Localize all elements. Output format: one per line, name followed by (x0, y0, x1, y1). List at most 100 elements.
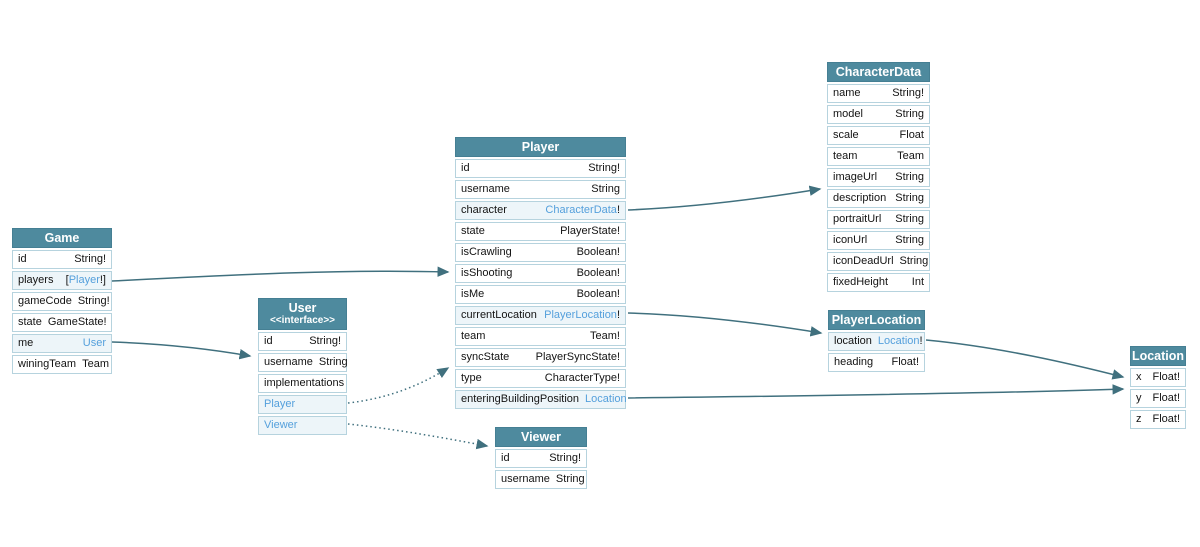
field-row-game-players[interactable]: players[Player!] (12, 271, 112, 290)
edge-user-impl-viewer (347, 423, 489, 450)
field-name-syncState: syncState (461, 351, 510, 363)
field-row-user-implementations[interactable]: implementations (258, 374, 347, 393)
field-type-winingTeam: Team (82, 356, 109, 373)
field-name-isMe: isMe (461, 288, 485, 300)
field-row-location-y[interactable]: y Float! (1130, 389, 1186, 408)
type-link-Location[interactable]: Location (877, 335, 920, 347)
type-text: String (895, 192, 924, 204)
field-name-state: state (18, 316, 42, 328)
type-text: Boolean! (576, 267, 620, 279)
field-row-game-state[interactable]: state GameState! (12, 313, 112, 332)
type-link-Viewer[interactable]: Viewer (264, 419, 298, 431)
type-text: ! (919, 335, 923, 347)
field-type-portraitUrl: String (895, 211, 924, 228)
type-link-User[interactable]: User (82, 337, 106, 349)
field-type-team: Team! (590, 328, 620, 345)
type-text: !] (99, 274, 106, 286)
edge-game-players-to-player (111, 266, 450, 282)
type-table-header-player[interactable]: Player (455, 137, 626, 157)
field-type-y: Float! (1152, 390, 1180, 407)
type-text: String! (77, 295, 110, 307)
type-link-Location[interactable]: Location (585, 393, 627, 405)
field-name-id: id (18, 253, 27, 265)
field-name-fixedHeight: fixedHeight (833, 276, 889, 288)
type-table-header-playerlocation[interactable]: PlayerLocation (828, 310, 925, 330)
field-name-name: name (833, 87, 861, 99)
type-link-PlayerLocation[interactable]: PlayerLocation (544, 309, 617, 321)
type-text: String! (892, 87, 924, 99)
field-name-iconDeadUrl: iconDeadUrl (833, 255, 894, 267)
field-type-model: String (895, 106, 924, 123)
type-text: String (899, 255, 929, 267)
field-name-implementations: implementations (264, 377, 345, 389)
field-type-enteringBuildingPosition: Location (585, 391, 627, 408)
field-row-player-id[interactable]: id String! (455, 159, 626, 178)
field-row-player-syncState[interactable]: syncState PlayerSyncState! (455, 348, 626, 367)
field-type-x: Float! (1152, 369, 1180, 386)
edge-player-enteringbuildingposition-to-location (627, 384, 1125, 399)
field-type-heading: Float! (891, 354, 919, 371)
field-row-user-Player[interactable]: Player (258, 395, 347, 414)
field-row-player-isMe[interactable]: isMe Boolean! (455, 285, 626, 304)
type-title-player: Player (521, 140, 560, 154)
field-type-username: String (556, 471, 585, 488)
field-type-syncState: PlayerSyncState! (536, 349, 620, 366)
type-text: String (895, 108, 924, 120)
field-type-team: Team (897, 148, 924, 165)
field-row-characterdata-name[interactable]: name String! (827, 84, 930, 103)
field-type-players: [Player!] (66, 272, 106, 289)
field-row-game-id[interactable]: id String! (12, 250, 112, 269)
field-name-id: id (461, 162, 470, 174)
type-table-header-location[interactable]: Location (1130, 346, 1186, 366)
type-table-header-characterdata[interactable]: CharacterData (827, 62, 930, 82)
type-link-Player[interactable]: Player (68, 274, 100, 286)
type-title-viewer: Viewer (520, 430, 562, 444)
type-link-CharacterData[interactable]: CharacterData (545, 204, 617, 216)
field-type-id: String! (74, 251, 106, 268)
field-type-gameCode: String! (78, 293, 110, 310)
type-table-header-user[interactable]: User<<interface>> (258, 298, 347, 330)
field-name-y: y (1136, 392, 1142, 404)
type-table-header-game[interactable]: Game (12, 228, 112, 248)
field-type-isMe: Boolean! (577, 286, 620, 303)
type-text: String! (588, 162, 620, 174)
type-text: String (591, 183, 620, 195)
field-row-characterdata-iconDeadUrl[interactable]: iconDeadUrl String (827, 252, 930, 271)
type-link-Player[interactable]: Player (264, 398, 296, 410)
field-type-username: String (319, 354, 348, 371)
type-text: Float! (1152, 371, 1180, 383)
type-text: String (555, 473, 585, 485)
field-row-user-Viewer[interactable]: Viewer (258, 416, 347, 435)
type-table-header-viewer[interactable]: Viewer (495, 427, 587, 447)
field-type-state: GameState! (48, 314, 107, 331)
